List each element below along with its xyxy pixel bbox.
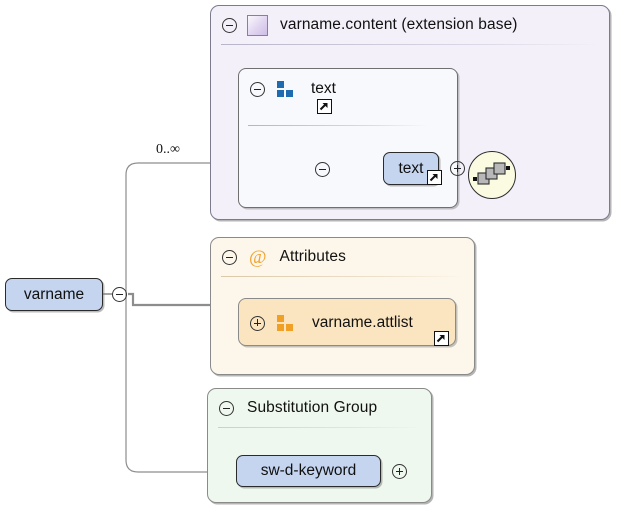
varname-attlist-label: varname.attlist [312,314,413,331]
element-text[interactable]: text [383,152,439,185]
panel-attributes: @ Attributes varname.attlist [210,237,475,375]
panel-extension-base-divider [221,44,599,45]
model-group-text-divider [248,125,428,126]
type-swatch-icon [247,14,268,36]
varname-attlist-expand-toggle[interactable] [250,315,265,331]
panel-attributes-title: Attributes [279,248,346,265]
element-text-label: text [398,159,424,177]
varname-attlist-link-badge[interactable] [434,331,449,346]
panel-substitution-group-title: Substitution Group [247,399,378,416]
model-group-text-box: text [238,68,458,208]
element-varname-label: varname [23,285,85,303]
panel-extension-base: varname.content (extension base) text [210,5,610,220]
panel-extension-base-title: varname.content (extension base) [280,16,518,33]
sw-d-keyword-expand-toggle[interactable] [392,464,407,479]
panel-substitution-group-divider [218,427,421,428]
panel-extension-base-header: varname.content (extension base) [211,6,609,44]
element-sw-d-keyword-label: sw-d-keyword [260,462,357,479]
panel-attributes-divider [221,276,464,277]
panel-substitution-group-header: Substitution Group [208,389,431,427]
at-sign-icon: @ [249,246,267,268]
element-text-expand-toggle[interactable] [450,161,465,176]
extension-base-collapse-toggle[interactable] [222,17,237,33]
panel-attributes-header: @ Attributes [211,238,474,276]
element-sw-d-keyword[interactable]: sw-d-keyword [236,455,381,487]
model-group-text-header: text [250,80,336,98]
sequence-compositor-icon[interactable] [468,151,516,199]
model-group-text-label: text [311,80,336,97]
element-text-link-badge[interactable] [427,170,442,185]
varname-collapse-toggle[interactable] [112,287,127,302]
attributes-collapse-toggle[interactable] [222,249,237,265]
attribute-group-varname-attlist[interactable]: varname.attlist [238,298,456,346]
substitution-group-collapse-toggle[interactable] [219,400,234,416]
model-group-text-collapse-toggle[interactable] [250,81,265,97]
model-group-icon-orange [276,314,295,332]
varname-attlist-row: varname.attlist [250,314,413,332]
cardinality-label: 0..∞ [156,142,180,157]
model-group-icon-blue [276,80,295,98]
text-element-collapse-toggle[interactable] [315,162,330,177]
model-group-text-link-badge[interactable] [317,99,332,114]
element-varname[interactable]: varname [5,278,103,311]
